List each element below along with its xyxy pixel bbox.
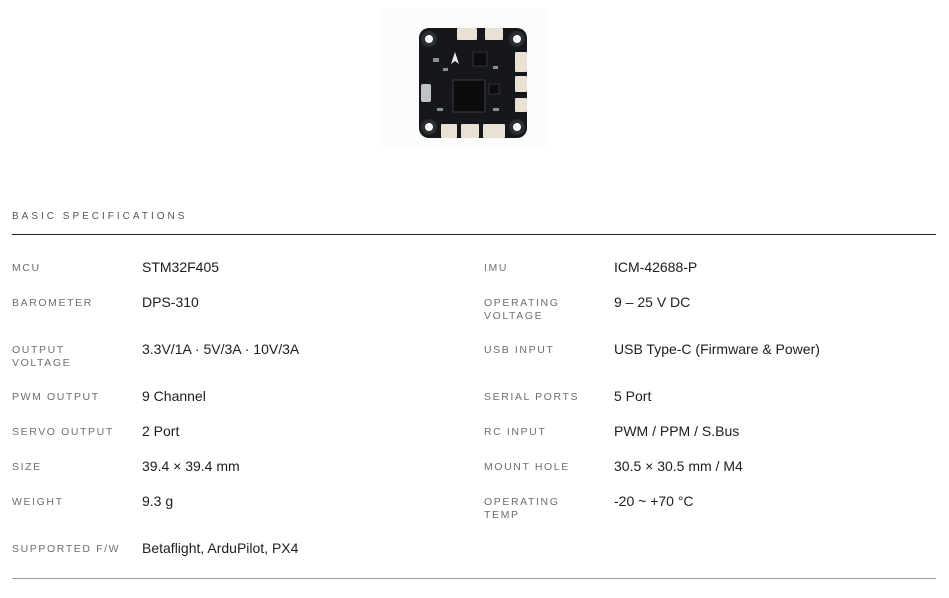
spec-value: 39.4 × 39.4 mm [142, 458, 240, 474]
spec-label: SUPPORTED F/W [12, 543, 121, 555]
spec-label: MOUNT HOLE [484, 461, 570, 473]
section-divider-bottom [12, 578, 936, 579]
spec-value: 9 – 25 V DC [614, 294, 691, 310]
spec-label: SERVO OUTPUT [12, 426, 114, 438]
product-image [381, 8, 547, 146]
spec-value: STM32F405 [142, 259, 220, 275]
spec-label: SERIAL PORTS [484, 391, 580, 403]
spec-label: IMU [484, 262, 509, 274]
spec-value: ICM-42688-P [614, 259, 698, 275]
spec-label: MCU [12, 262, 41, 274]
spec-label: BAROMETER [12, 297, 93, 309]
spec-value: -20 ~ +70 °C [614, 493, 694, 509]
spec-value: 30.5 × 30.5 mm / M4 [614, 458, 743, 474]
spec-label: WEIGHT [12, 496, 64, 508]
flight-controller-board-image [419, 28, 527, 138]
spec-label: OPERATING VOLTAGE [484, 297, 560, 322]
section-title: BASIC SPECIFICATIONS [12, 211, 188, 222]
spec-label: USB INPUT [484, 344, 555, 356]
spec-value: 3.3V/1A · 5V/3A · 10V/3A [142, 341, 300, 357]
spec-label: RC INPUT [484, 426, 547, 438]
spec-value: PWM / PPM / S.Bus [614, 423, 740, 439]
spec-label: OUTPUT VOLTAGE [12, 344, 72, 369]
spec-value: 9.3 g [142, 493, 174, 509]
spec-label: PWM OUTPUT [12, 391, 100, 403]
spec-value: 9 Channel [142, 388, 206, 404]
spec-value: 5 Port [614, 388, 652, 404]
spec-label: OPERATING TEMP [484, 496, 560, 521]
spec-value: DPS-310 [142, 294, 199, 310]
spec-value: 2 Port [142, 423, 180, 439]
spec-value: Betaflight, ArduPilot, PX4 [142, 540, 299, 556]
section-divider-top [12, 234, 936, 235]
spec-value: USB Type-C (Firmware & Power) [614, 341, 820, 357]
spec-label: SIZE [12, 461, 42, 473]
